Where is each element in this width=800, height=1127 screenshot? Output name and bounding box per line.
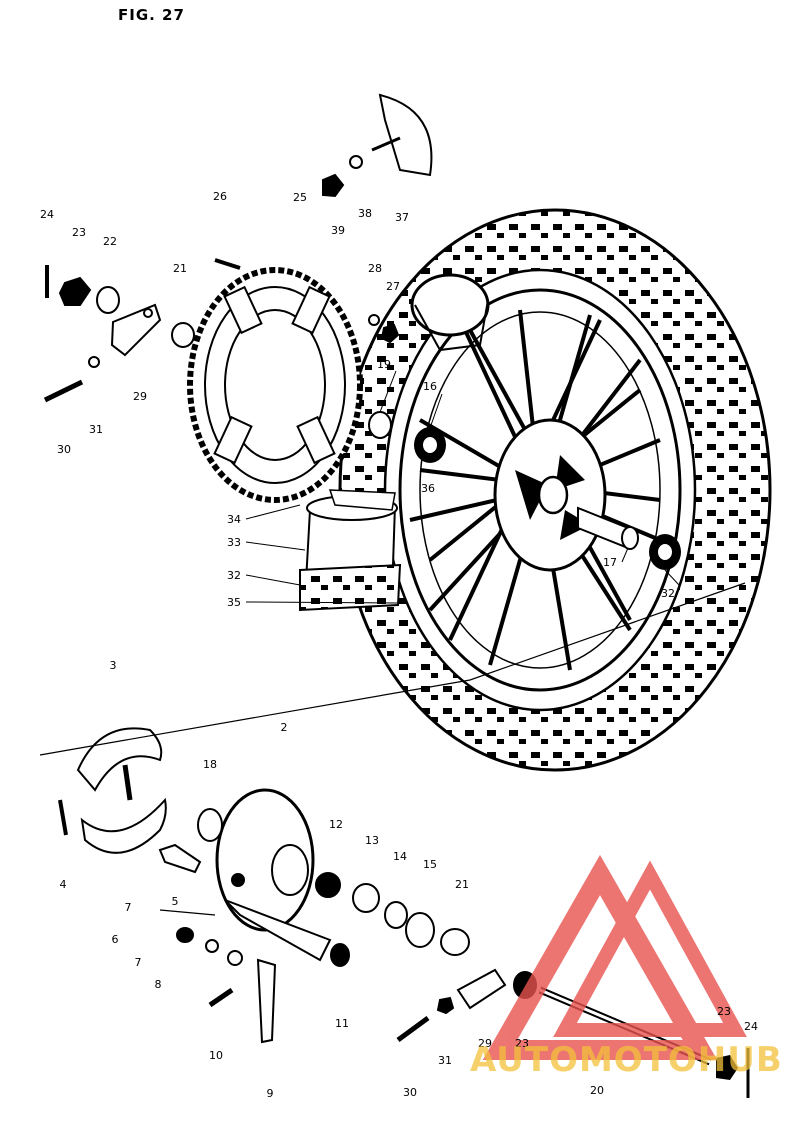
callout-35: 35: [227, 596, 241, 609]
callout-39: 39: [331, 224, 345, 237]
callout-7: 7: [135, 956, 142, 969]
leader-line-3: [245, 601, 399, 604]
callout-3: 3: [110, 659, 117, 672]
callout-34: 34: [227, 513, 241, 526]
brake-hardware-drawing: [158, 843, 537, 1044]
callout-38: 38: [358, 207, 372, 220]
callout-16: 16: [423, 380, 437, 393]
callout-19: 19: [377, 358, 391, 371]
callout-33: 33: [227, 536, 241, 549]
inner-tube-drawing: [299, 489, 402, 612]
callout-8: 8: [155, 978, 162, 991]
brake-shoe-drawing: [58, 727, 167, 854]
separator-lines: [39, 582, 746, 916]
callout-17: 17: [603, 556, 617, 569]
callout-32-alt-0: 32: [661, 587, 675, 600]
callout-25: 25: [293, 191, 307, 204]
callout-9: 9: [267, 1087, 274, 1100]
rear-sprocket-drawing: [187, 267, 363, 503]
tube-section-drawing: [410, 273, 490, 352]
brake-panel-drawing: [197, 788, 332, 962]
callout-22: 22: [103, 235, 117, 248]
callout-13: 13: [365, 834, 379, 847]
callout-31: 31: [89, 423, 103, 436]
callout-20: 20: [590, 1084, 604, 1097]
callout-37: 37: [395, 211, 409, 224]
callout-10: 10: [209, 1049, 223, 1062]
callout-18: 18: [203, 758, 217, 771]
callout-2: 2: [281, 721, 288, 734]
leader-line-1: [245, 541, 306, 551]
callout-21: 21: [173, 262, 187, 275]
callout-27: 27: [386, 280, 400, 293]
watermark-text: AUTOMOTOHUB: [470, 1040, 783, 1080]
callout-12: 12: [329, 818, 343, 831]
callout-24: 24: [40, 208, 54, 221]
callout-11: 11: [335, 1017, 349, 1030]
callout-29: 29: [133, 390, 147, 403]
leader-line-7: [664, 569, 681, 587]
callout-36: 36: [421, 482, 435, 495]
callout-5: 5: [172, 895, 179, 908]
callout-6: 6: [112, 933, 119, 946]
callout-7-alt-1: 7: [125, 901, 132, 914]
callout-28: 28: [368, 262, 382, 275]
callout-23-alt-7: 23: [717, 1005, 731, 1018]
rim: [398, 288, 682, 692]
leader-line-6: [621, 547, 629, 563]
leader-line-5: [379, 370, 397, 413]
callout-4: 4: [60, 878, 67, 891]
wheel-bearing-drawing: [414, 427, 681, 570]
top-hardware-drawing: [43, 155, 400, 439]
callout-32: 32: [227, 569, 241, 582]
watermark-logo: [482, 854, 747, 1060]
callout-24-alt-8: 24: [744, 1020, 758, 1033]
callout-30-alt-5: 30: [403, 1086, 417, 1099]
leader-line-2: [245, 574, 301, 586]
sprocket-guard-drawing: [371, 93, 433, 177]
hub: [493, 418, 607, 572]
callout-21-alt-2: 21: [455, 878, 469, 891]
leader-line-4: [429, 393, 443, 429]
callout-26: 26: [213, 190, 227, 203]
figure-title: FIG. 27: [118, 6, 185, 24]
callout-15: 15: [423, 858, 437, 871]
callout-30: 30: [57, 443, 71, 456]
leader-line-0: [245, 504, 301, 520]
callout-23-alt-3: 23: [515, 1037, 529, 1050]
callout-29-alt-4: 29: [478, 1037, 492, 1050]
callout-23: 23: [72, 226, 86, 239]
callout-31-alt-6: 31: [438, 1054, 452, 1067]
callout-14: 14: [393, 850, 407, 863]
